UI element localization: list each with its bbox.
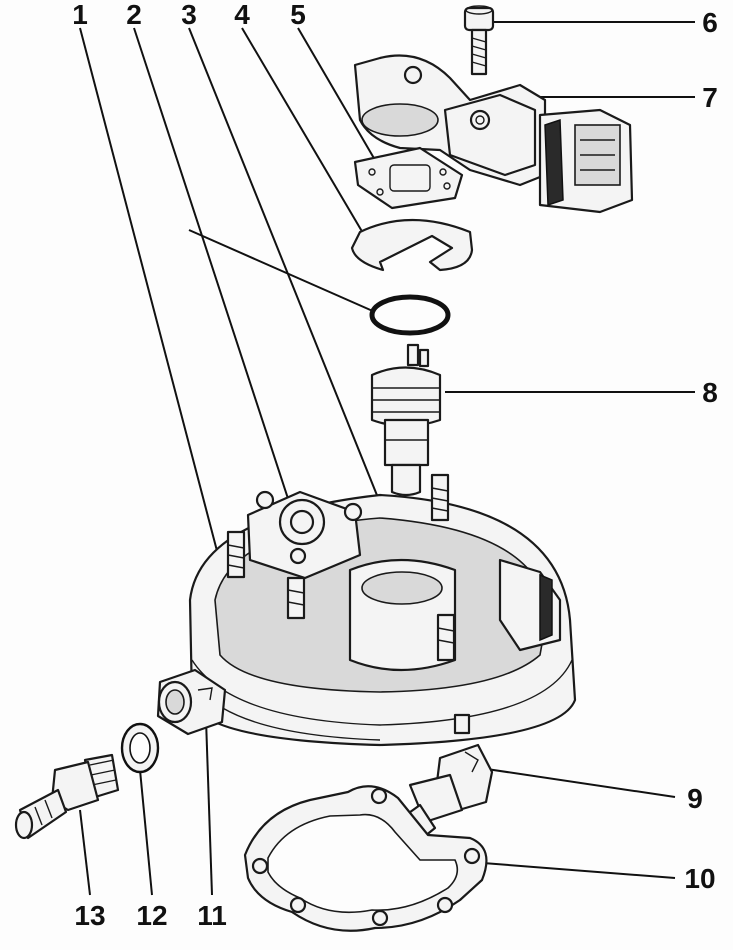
leader-2 xyxy=(133,27,296,521)
callout-10: 10 xyxy=(684,863,715,894)
part-1-main-housing xyxy=(188,473,577,747)
part-6-screw xyxy=(463,5,495,76)
callout-11: 11 xyxy=(197,900,227,931)
part-7-potentiometer xyxy=(353,54,634,214)
part-12-washer xyxy=(120,722,160,774)
leader-9 xyxy=(479,767,676,798)
part-3-o-ring-upper xyxy=(369,294,451,336)
part-11-threaded-port xyxy=(156,668,227,736)
leader-1 xyxy=(79,27,223,571)
callout-8: 8 xyxy=(702,377,718,408)
part-10-flange-gasket xyxy=(243,785,488,932)
callout-7: 7 xyxy=(702,82,718,113)
part-4-locking-plate xyxy=(350,218,474,272)
part-13-hose-fitting xyxy=(14,753,120,840)
leader-3b xyxy=(188,229,376,313)
leader-12 xyxy=(139,769,153,896)
leader-13 xyxy=(79,809,91,896)
leader-5 xyxy=(297,27,376,161)
callout-12: 12 xyxy=(136,900,167,931)
callout-13: 13 xyxy=(74,900,105,931)
leader-3a xyxy=(188,27,398,546)
part-8-valve xyxy=(370,343,442,497)
leader-10 xyxy=(469,861,676,879)
callout-4: 4 xyxy=(234,0,250,30)
callout-2: 2 xyxy=(126,0,142,30)
leader-4 xyxy=(241,27,371,246)
callout-5: 5 xyxy=(290,0,306,30)
callout-6: 6 xyxy=(702,7,718,38)
part-5-gasket-plate xyxy=(353,146,464,210)
callout-9: 9 xyxy=(687,783,703,814)
callout-1: 1 xyxy=(72,0,88,30)
callout-3: 3 xyxy=(181,0,197,30)
callout-labels: 1 2 3 4 5 6 7 8 9 10 11 12 13 xyxy=(72,0,718,931)
